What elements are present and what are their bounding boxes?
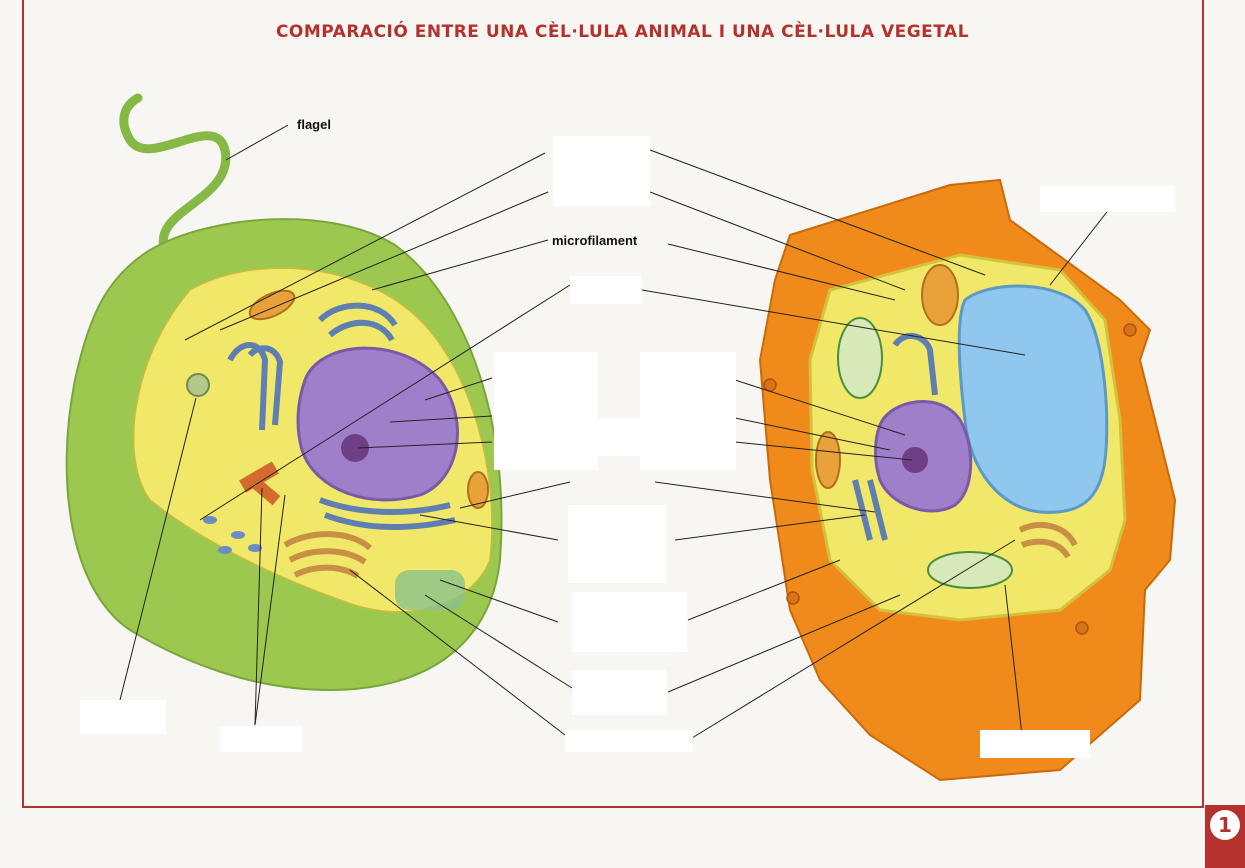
answer-box[interactable]: [570, 276, 642, 304]
answer-box[interactable]: [220, 726, 302, 752]
animal-mitochondrion-1: [248, 289, 296, 321]
flagellum: [119, 93, 231, 255]
plant-vacuole: [957, 284, 1109, 514]
label-flagel: flagel: [297, 117, 331, 132]
leader-animal-6: [357, 441, 493, 449]
answer-box[interactable]: [568, 505, 666, 583]
plant-plasmodesmata: [763, 323, 1137, 635]
answer-box[interactable]: [80, 700, 166, 734]
animal-rough-er: [227, 342, 456, 530]
leader-microfilament: [371, 239, 549, 291]
answer-box[interactable]: [598, 418, 643, 456]
leader-animal-2: [219, 191, 549, 331]
leader-plant-5: [1049, 207, 1111, 286]
plant-nucleolus: [902, 447, 928, 473]
leader-flagel: [225, 124, 289, 161]
leader-plant-6: [734, 379, 906, 436]
leader-plant-8: [734, 441, 913, 461]
leader-animal-3: [199, 284, 571, 521]
animal-lysosome: [186, 373, 210, 397]
leader-animal-10: [424, 594, 573, 689]
answer-box[interactable]: [980, 730, 1090, 758]
answer-box[interactable]: [494, 352, 598, 470]
answer-box[interactable]: [1040, 186, 1175, 212]
answer-box[interactable]: [553, 136, 650, 206]
animal-er-upper: [317, 302, 398, 342]
leader-animal-13: [254, 487, 263, 726]
leader-plant-2: [649, 191, 906, 291]
leader-animal-5: [389, 415, 493, 423]
page-number: 1: [1210, 810, 1240, 840]
label-microfilament: microfilament: [552, 233, 638, 248]
plant-mitochondrion-2: [815, 431, 841, 489]
leader-plant-7: [734, 417, 891, 451]
leader-animal-4: [424, 377, 493, 401]
leader-animal-8: [419, 514, 559, 541]
leader-plant-14: [1004, 584, 1023, 736]
worksheet-frame: [22, 0, 1204, 808]
leader-animal-12: [119, 397, 197, 701]
leader-plant-10: [674, 514, 866, 541]
leader-animal-9: [439, 579, 559, 623]
animal-smooth-er: [395, 570, 465, 610]
leader-animal-1: [184, 152, 546, 341]
animal-golgi: [283, 531, 373, 579]
leader-plant-3: [667, 243, 896, 301]
leader-animal-11: [349, 569, 566, 736]
answer-box[interactable]: [572, 670, 667, 715]
animal-mitochondrion-2: [467, 471, 489, 509]
leader-plant-13: [691, 539, 1016, 739]
answer-box[interactable]: [572, 592, 687, 652]
plant-chloroplast-1: [837, 317, 883, 399]
plant-cell: [758, 178, 1177, 782]
leader-plant-12: [667, 594, 901, 693]
plant-golgi: [1018, 522, 1078, 559]
leader-lines: [119, 124, 1111, 739]
animal-vesicles: [203, 516, 262, 554]
animal-nucleolus: [341, 434, 369, 462]
leader-plant-1: [649, 149, 986, 276]
leader-plant-11: [687, 559, 841, 621]
leader-plant-9: [654, 481, 876, 513]
plant-chloroplast-2: [927, 551, 1013, 589]
leader-animal-7: [459, 481, 571, 509]
leader-animal-14: [254, 494, 286, 726]
page-title: COMPARACIÓ ENTRE UNA CÈL·LULA ANIMAL I U…: [275, 22, 970, 42]
animal-nucleus: [296, 346, 459, 502]
animal-cell: [65, 93, 503, 692]
answer-box[interactable]: [640, 352, 736, 470]
answer-box[interactable]: [565, 730, 693, 752]
leader-plant-4: [641, 289, 1026, 356]
plant-mitochondrion-1: [921, 264, 959, 326]
